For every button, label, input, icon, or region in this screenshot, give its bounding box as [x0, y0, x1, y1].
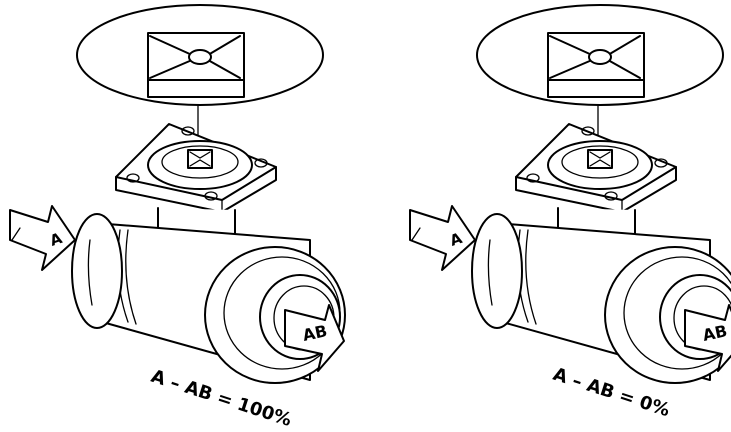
outlet-label-left: AB: [301, 321, 329, 345]
valve-closed-0: A AB A – AB = 0%: [409, 4, 731, 421]
valve-open-100: A AB A – AB = 100%: [9, 4, 346, 431]
outlet-label-right: AB: [701, 321, 729, 345]
